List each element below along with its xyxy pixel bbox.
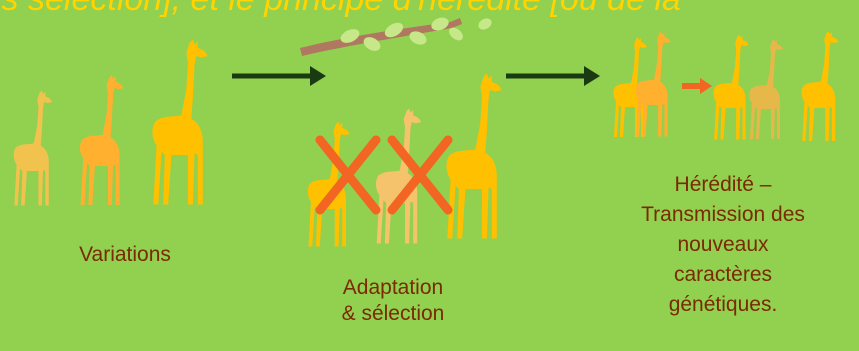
heredite-line: Transmission des (641, 203, 805, 226)
heredite-line: nouveaux (677, 233, 769, 256)
giraffe-icon (713, 34, 749, 140)
stage-label-adaptation-line1: Adaptation (342, 276, 444, 299)
giraffe-group-heredity (613, 31, 839, 141)
heredite-line: Hérédité – (674, 173, 772, 196)
right-arrow-icon (506, 66, 600, 86)
giraffe-group-variations (13, 39, 208, 206)
giraffe-icon (446, 73, 502, 239)
stage-label-adaptation-line2: & sélection (341, 302, 445, 325)
giraffe-group-selection (307, 73, 502, 247)
stage-label-adaptation: Adaptation & sélection (318, 275, 468, 327)
header-partial-text: ls sélection], et le principe d'hérédité… (0, 0, 859, 19)
heredite-line: caractères (673, 263, 773, 286)
cross-icon (387, 135, 453, 215)
cross-icon (315, 135, 381, 215)
right-arrow-icon (232, 66, 326, 86)
giraffe-icon (801, 31, 839, 141)
orange-arrow-icon (682, 78, 712, 94)
giraffe-icon (79, 75, 124, 205)
giraffe-icon (13, 90, 53, 206)
stage-label-heredite: Hérédité – Transmission des nouveaux car… (598, 170, 848, 320)
stage-label-variations: Variations (79, 243, 171, 266)
branch-icon (300, 17, 492, 56)
giraffe-icon (152, 39, 208, 205)
heredite-line: génétiques. (668, 293, 778, 316)
giraffe-icon (749, 39, 783, 139)
